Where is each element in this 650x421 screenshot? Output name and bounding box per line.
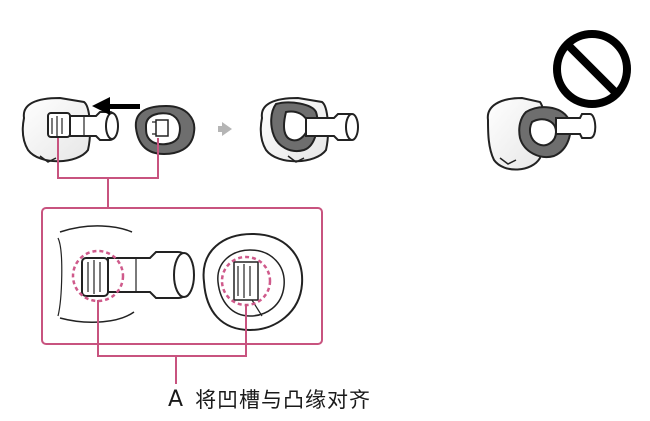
zoom-nozzle [57,225,195,323]
callout-letter: A [168,386,184,412]
callout-label: A 将凹槽与凸缘对齐 [168,384,371,414]
zoom-ear-tip [202,232,304,332]
zoom-connector [57,138,159,208]
left-arrow-icon [92,97,140,115]
step1-nozzle [69,111,119,141]
wrong-earbud [486,96,597,171]
step1-ear-tip [134,104,196,156]
dashed-highlight-nozzle [71,249,125,303]
step1-earbud [21,96,92,163]
prohibition-icon [553,30,631,108]
step2-earbud [259,96,359,163]
callout-lines [97,300,247,384]
callout-text: 将凹槽与凸缘对齐 [195,388,372,412]
step-arrow-icon [218,122,232,136]
